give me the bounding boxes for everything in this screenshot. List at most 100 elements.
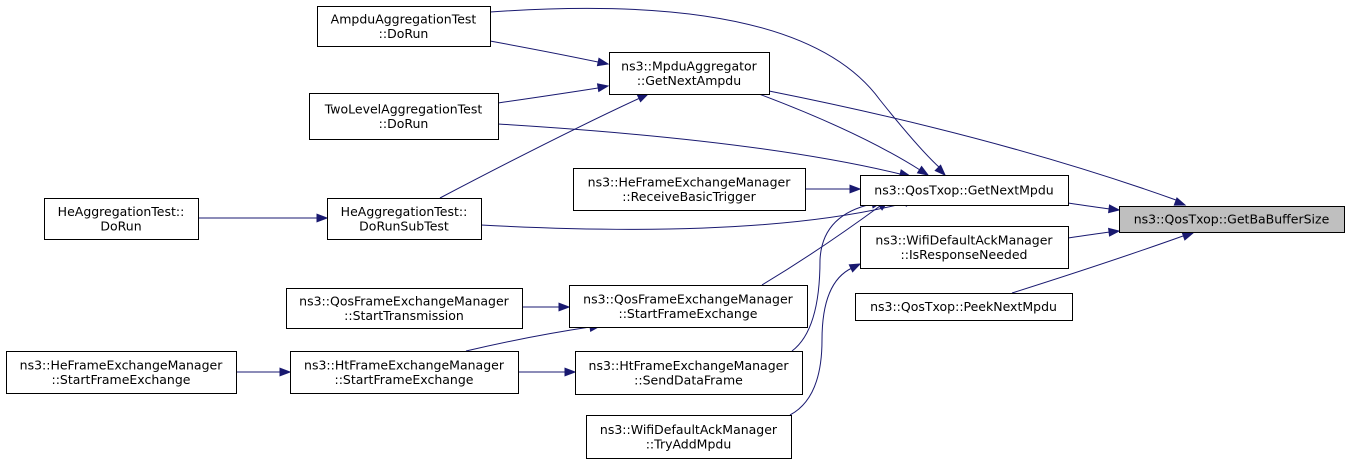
node-box: [609, 52, 770, 95]
node-ht-startframeexchange[interactable]: ns3::HtFrameExchangeManager::StartFrameE…: [290, 351, 519, 394]
edge-ht_startframeexchange-to-ht_senddataframe: [518, 367, 577, 377]
arrowhead-icon: [916, 165, 930, 176]
node-label: ns3::HtFrameExchangeManager: [304, 357, 505, 372]
node-label: ::StartFrameExchange: [52, 372, 191, 387]
node-label: ns3::HeFrameExchangeManager: [588, 174, 792, 189]
node-label: ::DoRun: [379, 116, 429, 131]
node-label: ns3::WifiDefaultAckManager: [600, 422, 778, 437]
arrowhead-icon: [849, 184, 862, 194]
arrowhead-icon: [848, 263, 862, 273]
arrowhead-icon: [564, 367, 577, 377]
call-graph-edges: [198, 7, 1195, 416]
edge-he_startframeexchange-to-ht_startframeexchange: [236, 367, 292, 377]
arrowhead-icon: [558, 302, 571, 312]
edge-he_dorun-to-he_dorunsubtest: [198, 213, 329, 223]
edge-getnextmpdu-to-getbabuffersize: [1067, 202, 1121, 214]
node-label: ::StartFrameExchange: [335, 372, 474, 387]
node-box: [309, 93, 499, 140]
edge-ampdu_dorun-to-getnextmpdu: [489, 7, 946, 176]
edge-getnextampdu-to-getbabuffersize: [768, 90, 1187, 206]
node-ht-senddataframe[interactable]: ns3::HtFrameExchangeManager::SendDataFra…: [575, 351, 803, 395]
node-label: ::StartFrameExchange: [619, 306, 758, 321]
edge-he_receivebasictrigger-to-getnextmpdu: [805, 184, 862, 194]
node-label: ns3::WifiDefaultAckManager: [875, 232, 1053, 247]
edge-line: [465, 326, 591, 352]
arrowhead-icon: [1173, 197, 1187, 206]
arrowhead-icon: [1181, 232, 1195, 241]
node-he-dorun[interactable]: HeAggregationTest::DoRun: [44, 198, 199, 240]
edge-line: [1067, 202, 1111, 210]
node-getbabuffersize: ns3::QosTxop::GetBaBufferSize: [1119, 206, 1345, 233]
node-getnextmpdu[interactable]: ns3::QosTxop::GetNextMpdu: [860, 175, 1069, 206]
node-he-startframeexchange[interactable]: ns3::HeFrameExchangeManager::StartFrameE…: [6, 351, 237, 394]
node-box: [44, 198, 199, 240]
edge-line: [480, 202, 906, 230]
arrowhead-icon: [1108, 204, 1121, 214]
node-box: [575, 351, 803, 395]
node-box: [569, 285, 808, 328]
node-box: [860, 226, 1069, 269]
arrowhead-icon: [596, 57, 610, 67]
node-label: ns3::QosTxop::PeekNextMpdu: [870, 299, 1057, 314]
edge-line: [768, 90, 1177, 201]
node-label: ns3::HtFrameExchangeManager: [589, 358, 790, 373]
node-he-receivebasictrigger[interactable]: ns3::HeFrameExchangeManager::ReceiveBasi…: [573, 168, 806, 211]
node-label: AmpduAggregationTest: [331, 11, 477, 26]
node-he-dorunsubtest[interactable]: HeAggregationTest::DoRunSubTest: [327, 198, 482, 240]
edge-ampdu_dorun-to-getnextampdu: [489, 40, 610, 67]
node-label: ::SendDataFrame: [634, 372, 743, 387]
node-tryaddmpdu[interactable]: ns3::WifiDefaultAckManager::TryAddMpdu: [586, 415, 792, 459]
edge-he_dorunsubtest-to-getnextampdu: [439, 93, 650, 199]
node-label: ns3::QosFrameExchangeManager: [299, 293, 509, 308]
arrowhead-icon: [596, 83, 610, 93]
edge-getnextampdu-to-getnextmpdu: [758, 93, 930, 176]
call-graph-nodes: ns3::QosTxop::GetBaBufferSizens3::QosTxo…: [6, 6, 1345, 459]
node-label: DoRunSubTest: [359, 218, 449, 233]
node-box: [290, 351, 519, 394]
node-isresponseneeded[interactable]: ns3::WifiDefaultAckManager::IsResponseNe…: [860, 226, 1069, 269]
node-ampdu-dorun[interactable]: AmpduAggregationTest::DoRun: [317, 6, 491, 47]
edge-line: [497, 123, 901, 175]
node-peeknextmpdu[interactable]: ns3::QosTxop::PeekNextMpdu: [855, 293, 1073, 321]
node-label: ::StartTransmission: [344, 308, 464, 323]
arrowhead-icon: [1108, 227, 1121, 237]
arrowhead-icon: [934, 164, 946, 176]
node-twolevel-dorun[interactable]: TwoLevelAggregationTest::DoRun: [309, 93, 499, 140]
node-label: DoRun: [100, 218, 141, 233]
node-qos-starttransmission[interactable]: ns3::QosFrameExchangeManager::StartTrans…: [286, 288, 523, 329]
node-label: ::GetNextAmpdu: [637, 73, 741, 88]
edge-line: [791, 203, 873, 352]
edge-ht_senddataframe-to-getnextmpdu: [791, 199, 884, 352]
node-label: HeAggregationTest::: [341, 204, 468, 219]
node-label: ns3::QosFrameExchangeManager: [583, 291, 793, 306]
node-label: ns3::MpduAggregator: [621, 58, 758, 73]
edge-line: [758, 93, 921, 171]
node-box: [1119, 206, 1345, 233]
node-box: [6, 351, 237, 394]
node-label: ::IsResponseNeeded: [901, 247, 1028, 262]
arrowhead-icon: [636, 93, 650, 103]
node-box: [327, 198, 482, 240]
node-label: ns3::HeFrameExchangeManager: [20, 357, 224, 372]
arrowhead-icon: [316, 213, 329, 223]
edge-line: [1011, 235, 1184, 294]
edge-line: [489, 40, 599, 63]
node-label: HeAggregationTest::: [58, 204, 185, 219]
node-box: [860, 175, 1069, 206]
node-label: TwoLevelAggregationTest: [324, 101, 483, 116]
node-label: ns3::QosTxop::GetBaBufferSize: [1134, 212, 1330, 227]
node-getnextampdu[interactable]: ns3::MpduAggregator::GetNextAmpdu: [609, 52, 770, 95]
node-box: [586, 415, 792, 459]
node-box: [317, 6, 491, 47]
edge-line: [761, 205, 881, 286]
node-label: ns3::QosTxop::GetNextMpdu: [874, 183, 1053, 198]
node-label: ::TryAddMpdu: [646, 436, 732, 451]
edge-twolevel_dorun-to-getnextampdu: [497, 83, 610, 104]
edge-isresponseneeded-to-getbabuffersize: [1067, 227, 1121, 239]
edge-line: [439, 97, 641, 199]
node-label: ::DoRun: [379, 26, 429, 41]
edge-line: [1067, 231, 1111, 239]
edge-tryaddmpdu-to-isresponseneeded: [789, 263, 862, 416]
node-qos-startframeexchange[interactable]: ns3::QosFrameExchangeManager::StartFrame…: [569, 285, 808, 328]
